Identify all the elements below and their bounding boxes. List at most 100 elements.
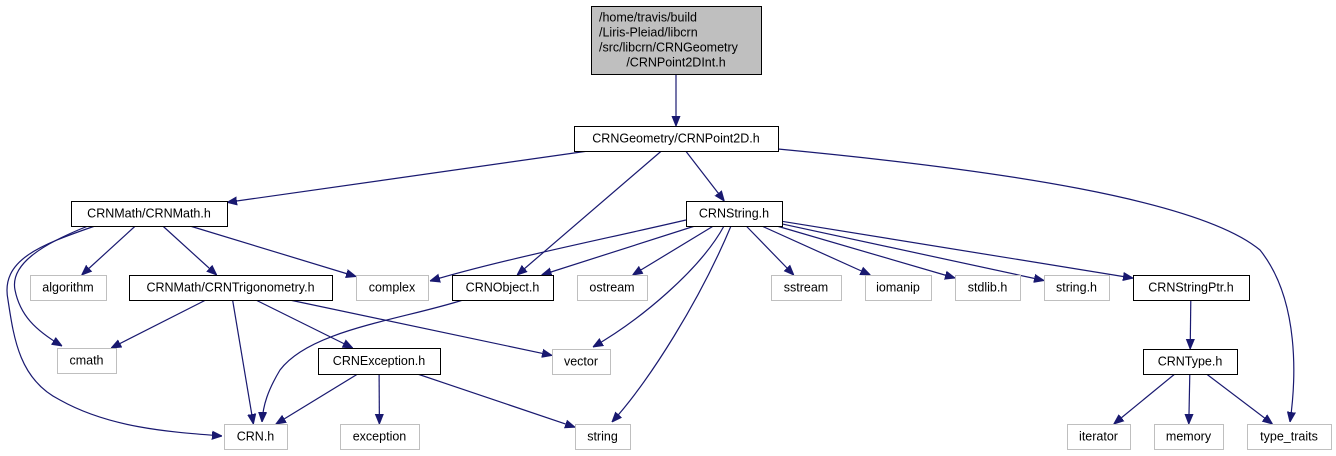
node-box — [1143, 349, 1238, 375]
edge-crnmath-to-algorithm — [82, 225, 136, 275]
edge-point2d-to-type_traits — [777, 148, 1294, 422]
node-label: CRNObject.h — [466, 281, 540, 295]
node-label: CRN.h — [237, 430, 275, 444]
node-stringptr[interactable]: CRNStringPtr.h — [1133, 275, 1250, 301]
node-box — [955, 275, 1021, 301]
node-label: CRNString.h — [699, 207, 769, 221]
node-type_traits: type_traits — [1247, 424, 1332, 450]
node-stdlib: stdlib.h — [955, 275, 1021, 301]
edge-crnobject-to-crnh — [262, 299, 464, 422]
node-box — [318, 348, 441, 375]
edge-crnstring-to-vector — [593, 225, 725, 347]
edge-crnmath-to-trig — [162, 225, 217, 275]
node-label: complex — [369, 281, 416, 295]
node-iterator: iterator — [1067, 424, 1131, 450]
node-box — [865, 275, 932, 301]
node-crnmath[interactable]: CRNMath/CRNMath.h — [71, 201, 228, 227]
node-crnstring[interactable]: CRNString.h — [686, 201, 783, 227]
edge-crntype-to-type_traits — [1206, 373, 1273, 424]
node-label: /CRNPoint2DInt.h — [626, 56, 725, 70]
node-box — [552, 349, 611, 375]
node-box — [1044, 275, 1110, 301]
node-label: iomanip — [876, 281, 920, 295]
edge-crnstring-to-iomanip — [761, 225, 871, 275]
edge-crnmath-to-complex — [189, 225, 356, 277]
node-box — [686, 201, 783, 227]
node-label: CRNException.h — [333, 354, 425, 368]
node-ostream: ostream — [577, 275, 648, 301]
node-sstream: sstream — [771, 275, 842, 301]
edge-crnstring-to-sstream — [745, 225, 794, 275]
node-label: CRNMath/CRNMath.h — [87, 207, 211, 221]
node-box — [771, 275, 842, 301]
node-stringh: string.h — [1044, 275, 1110, 301]
edge-crnstring-to-ostream — [633, 225, 714, 275]
node-label: vector — [564, 355, 598, 369]
node-label: /Liris-Pleiad/libcrn — [599, 26, 698, 40]
node-label: /src/libcrn/CRNGeometry — [599, 41, 739, 55]
edge-crntype-to-memory — [1189, 373, 1190, 424]
nodes-layer: /home/travis/build/Liris-Pleiad/libcrn/s… — [30, 6, 1332, 450]
node-label: ostream — [589, 281, 634, 295]
edge-crnstring-to-complex — [430, 219, 687, 281]
node-box — [1247, 424, 1332, 450]
node-label: iterator — [1079, 430, 1118, 444]
node-label: CRNGeometry/CRNPoint2D.h — [592, 132, 759, 146]
edge-trig-to-crnh — [232, 299, 254, 424]
node-label: cmath — [69, 354, 103, 368]
node-crnobject[interactable]: CRNObject.h — [452, 275, 554, 301]
edge-crnmath-to-cmath — [13, 225, 89, 346]
edge-point2d-to-crnstring — [685, 150, 725, 201]
edge-point2d-to-crnobject — [517, 150, 662, 275]
node-trig[interactable]: CRNMath/CRNTrigonometry.h — [129, 275, 333, 301]
node-label: CRNMath/CRNTrigonometry.h — [146, 281, 314, 295]
node-memory: memory — [1154, 424, 1224, 450]
node-box — [577, 275, 648, 301]
node-iomanip: iomanip — [865, 275, 932, 301]
node-point2d[interactable]: CRNGeometry/CRNPoint2D.h — [574, 126, 779, 152]
edge-exceptionh-to-crnh — [276, 373, 359, 424]
node-box — [57, 348, 117, 374]
node-box — [575, 424, 631, 450]
node-box — [30, 275, 107, 301]
node-box — [1133, 275, 1250, 301]
node-box — [356, 275, 429, 301]
edge-crnstring-to-crnobject — [542, 225, 696, 275]
edge-crntype-to-iterator — [1114, 373, 1176, 424]
node-complex: complex — [356, 275, 429, 301]
node-cmath: cmath — [57, 348, 117, 374]
node-label: type_traits — [1260, 430, 1318, 444]
edge-point2d-to-crnmath — [227, 150, 589, 202]
node-root[interactable]: /home/travis/build/Liris-Pleiad/libcrn/s… — [591, 6, 762, 75]
node-label: CRNType.h — [1158, 355, 1223, 369]
edge-crnstring-to-stringptr — [781, 220, 1133, 278]
edge-stringptr-to-crntype — [1190, 299, 1191, 349]
node-box — [1154, 424, 1224, 450]
node-crnh: CRN.h — [224, 424, 288, 450]
edge-crnstring-to-string — [612, 225, 732, 422]
edge-trig-to-cmath — [111, 299, 207, 348]
node-box — [71, 201, 228, 227]
node-exceptionh[interactable]: CRNException.h — [318, 348, 441, 375]
node-label: string — [587, 430, 618, 444]
node-label: CRNStringPtr.h — [1148, 281, 1233, 295]
edge-crnmath-to-crnh — [6, 225, 222, 436]
edge-trig-to-exceptionh — [255, 299, 353, 348]
node-box — [340, 424, 420, 450]
node-label: exception — [353, 430, 407, 444]
node-label: sstream — [784, 281, 828, 295]
node-exception: exception — [340, 424, 420, 450]
edge-trig-to-vector — [289, 299, 552, 355]
node-label: memory — [1166, 430, 1212, 444]
node-box — [129, 275, 333, 301]
node-algorithm: algorithm — [30, 275, 107, 301]
node-crntype[interactable]: CRNType.h — [1143, 349, 1238, 375]
node-box — [574, 126, 779, 152]
node-label: string.h — [1056, 281, 1097, 295]
node-string: string — [575, 424, 631, 450]
node-label: /home/travis/build — [599, 11, 697, 25]
node-box — [591, 6, 762, 75]
node-vector: vector — [552, 349, 611, 375]
node-label: stdlib.h — [968, 281, 1008, 295]
